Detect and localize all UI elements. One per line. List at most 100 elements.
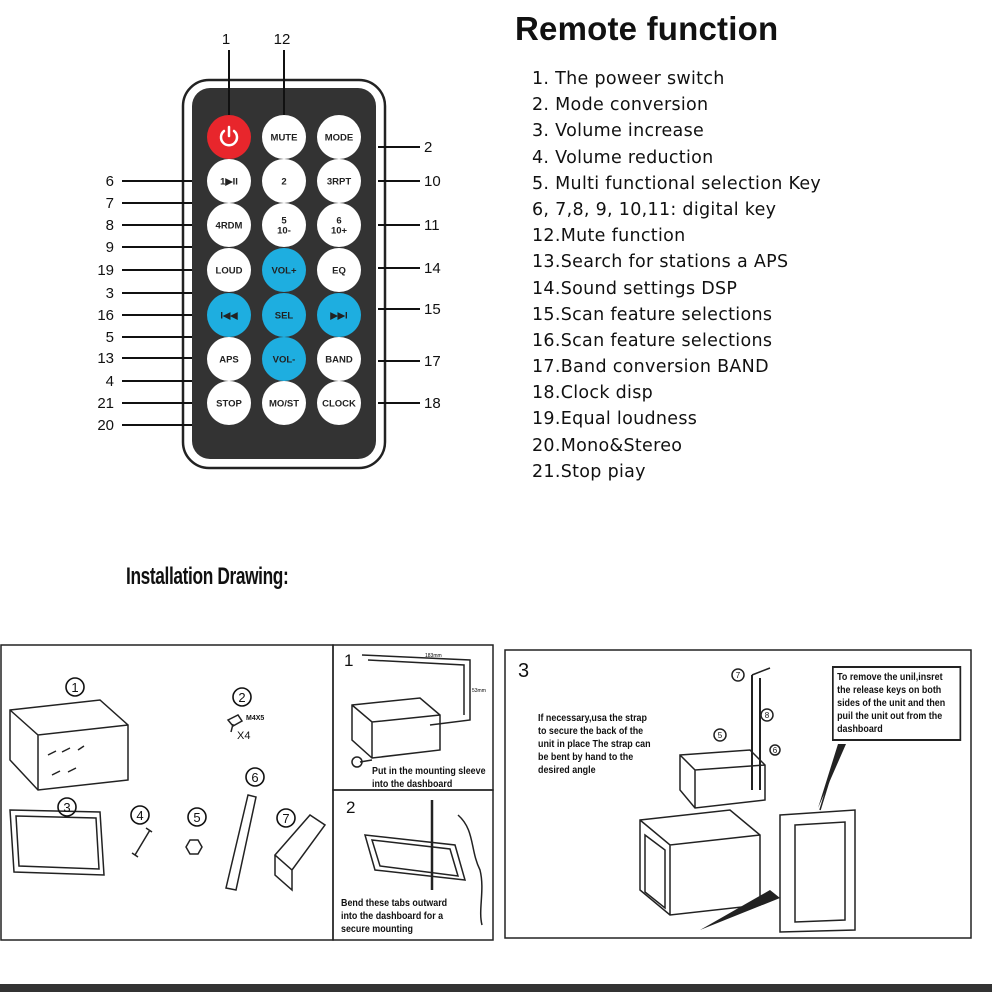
- bolt-drawing: [131, 827, 153, 858]
- remote-button-label: VOL+: [271, 266, 297, 277]
- remote-button-label: 3RPT: [327, 177, 351, 188]
- callout-label: 2: [424, 139, 432, 156]
- step2-number: 2: [346, 798, 356, 817]
- callout-label: 4: [106, 373, 114, 390]
- part-number: 3: [63, 800, 70, 815]
- remote-button[interactable]: ▶▶I: [317, 293, 361, 337]
- remote-button[interactable]: STOP: [207, 381, 251, 425]
- remote-button[interactable]: MODE: [317, 115, 361, 159]
- remote-button-label: SEL: [275, 311, 294, 322]
- remote-button-circle[interactable]: [207, 159, 251, 203]
- step3-pointer: [700, 744, 846, 930]
- function-item: 15.Scan feature selections: [532, 304, 773, 325]
- remote-button-circle[interactable]: [317, 337, 361, 381]
- step3-text: If necessary,usa the strap to secure the…: [538, 712, 651, 776]
- remote-button[interactable]: MO/ST: [262, 381, 306, 425]
- remote-button-circle[interactable]: [207, 248, 251, 292]
- remote-button[interactable]: VOL-: [262, 337, 306, 381]
- trim-frame-drawing: [9, 809, 105, 876]
- callout-label: 21: [97, 395, 114, 412]
- function-item: 13.Search for stations a APS: [532, 252, 789, 273]
- callout-label: 15: [424, 301, 441, 318]
- remote-button[interactable]: EQ: [317, 248, 361, 292]
- remote-button-label: 4RDM: [216, 221, 243, 232]
- part-number: 4: [136, 808, 143, 823]
- function-item: 4. Volume reduction: [532, 147, 714, 168]
- remote-button[interactable]: 4RDM: [207, 203, 251, 247]
- callout-label: 12: [274, 31, 291, 48]
- remote-button-circle[interactable]: [317, 115, 361, 159]
- function-item: 14.Sound settings DSP: [532, 278, 738, 299]
- step3-part-number: 8: [765, 711, 770, 720]
- function-item: 17.Band conversion BAND: [532, 357, 769, 378]
- remote-button-circle[interactable]: [262, 293, 306, 337]
- callout-label: 8: [106, 217, 114, 234]
- callout-label: 18: [424, 395, 441, 412]
- part-number-circle: [232, 687, 252, 707]
- remote-button[interactable]: 510-: [262, 203, 306, 247]
- function-item: 2. Mode conversion: [532, 95, 709, 116]
- strap-drawing: [225, 794, 257, 891]
- remote-button-circle[interactable]: [207, 381, 251, 425]
- bottom-bar: [0, 984, 992, 992]
- part-number: 7: [282, 811, 289, 826]
- remote-button-circle[interactable]: [317, 248, 361, 292]
- function-item: 16.Scan feature selections: [532, 330, 773, 351]
- remote-button-circle[interactable]: [317, 159, 361, 203]
- remote-button-label: ▶▶I: [329, 311, 347, 322]
- part-number: 5: [193, 810, 200, 825]
- remote-button-circle[interactable]: [262, 248, 306, 292]
- remote-button-circle[interactable]: [262, 203, 306, 247]
- remote-button-label: MODE: [325, 133, 354, 144]
- remote-button-circle[interactable]: [262, 381, 306, 425]
- remote-button[interactable]: SEL: [262, 293, 306, 337]
- remote-button-label: APS: [219, 355, 239, 366]
- function-item: 5. Multi functional selection Key: [532, 173, 822, 194]
- remote-button[interactable]: CLOCK: [317, 381, 361, 425]
- remote-button-circle[interactable]: [262, 159, 306, 203]
- remote-button[interactable]: MUTE: [262, 115, 306, 159]
- remote-button[interactable]: 610+: [317, 203, 361, 247]
- release-key-drawing: [273, 814, 327, 892]
- part-number-circle: [187, 807, 207, 827]
- remote-button-circle[interactable]: [317, 381, 361, 425]
- remote-button-circle[interactable]: [262, 115, 306, 159]
- step2-panel: [332, 789, 494, 941]
- remote-button-circle[interactable]: [317, 293, 361, 337]
- remote-button-label: MO/ST: [269, 399, 299, 410]
- step1-number: 1: [344, 651, 354, 670]
- remote-button-circle[interactable]: [207, 203, 251, 247]
- step3-callout: To remove the unil,insret the release ke…: [832, 666, 962, 741]
- remote-button-label: 10-: [277, 226, 291, 237]
- remote-button[interactable]: VOL+: [262, 248, 306, 292]
- remote-button-label: BAND: [325, 355, 353, 366]
- remote-button[interactable]: 3RPT: [317, 159, 361, 203]
- remote-button[interactable]: BAND: [317, 337, 361, 381]
- remote-button[interactable]: APS: [207, 337, 251, 381]
- remote-button-label: 5: [281, 216, 287, 227]
- callout-label: 19: [97, 262, 114, 279]
- step3-part-number: 5: [718, 731, 723, 740]
- remote-button[interactable]: 2: [262, 159, 306, 203]
- remote-button-circle[interactable]: [317, 203, 361, 247]
- remote-button-circle[interactable]: [262, 337, 306, 381]
- step2-text: Bend these tabs outward into the dashboa…: [341, 897, 448, 935]
- remote-button[interactable]: [207, 115, 251, 159]
- remote-button-circle[interactable]: [207, 293, 251, 337]
- callout-label: 3: [106, 285, 114, 302]
- remote-button-circle[interactable]: [207, 337, 251, 381]
- step3-part-number: 7: [736, 671, 741, 680]
- remote-button[interactable]: I◀◀: [207, 293, 251, 337]
- power-icon: [219, 125, 239, 147]
- callout-label: 9: [106, 239, 114, 256]
- remote-button[interactable]: LOUD: [207, 248, 251, 292]
- remote-button-label: VOL-: [273, 355, 296, 366]
- screw-label: M4X5: [246, 715, 265, 722]
- callout-label: 5: [106, 329, 114, 346]
- part-number-circle: [130, 805, 150, 825]
- remote-button[interactable]: 1▶II: [207, 159, 251, 203]
- function-item: 1. The poweer switch: [532, 69, 725, 89]
- remote-button-label: I◀◀: [220, 311, 238, 322]
